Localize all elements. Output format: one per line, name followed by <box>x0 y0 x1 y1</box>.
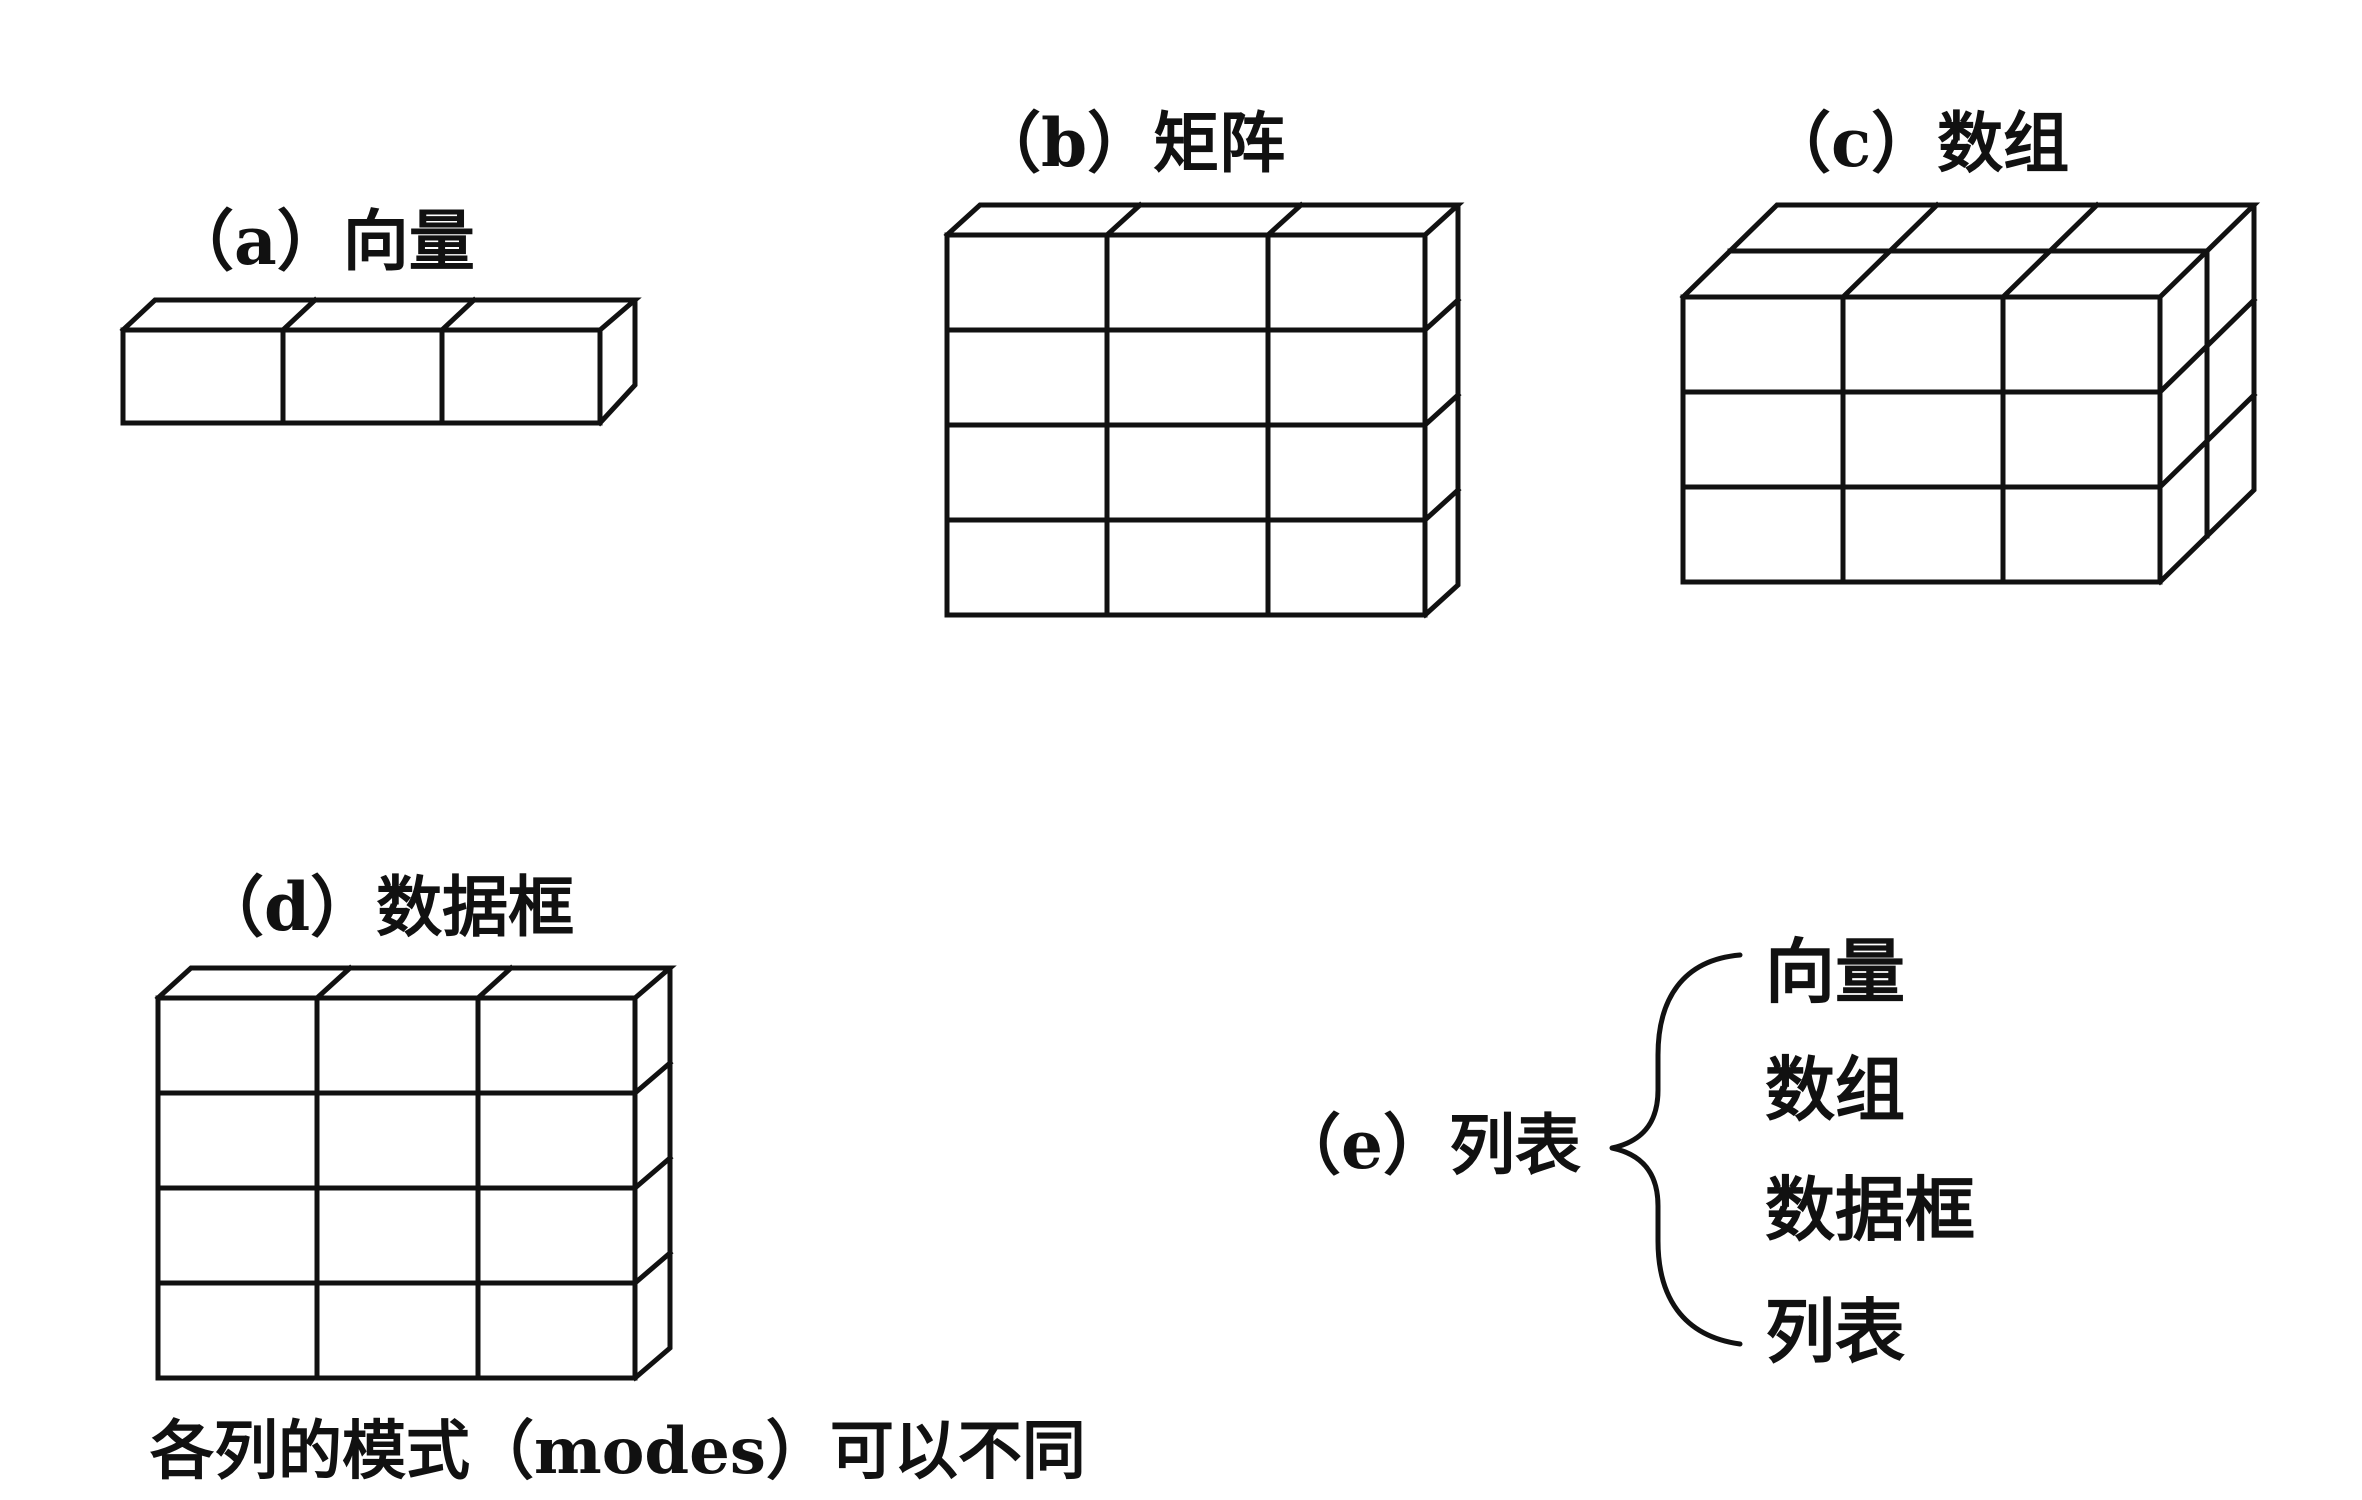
dataframe-label: （d）数据框 <box>198 868 575 946</box>
vector-shape <box>119 296 642 427</box>
list-label: （e）列表 <box>1275 1106 1581 1184</box>
list-item-dataframe: 数据框 <box>1765 1168 1975 1251</box>
dataframe-shape <box>154 964 677 1382</box>
matrix-shape <box>943 201 1465 619</box>
dataframe-caption: 各列的模式（modes）可以不同 <box>150 1414 1086 1489</box>
list-item-list: 列表 <box>1765 1290 1905 1373</box>
matrix-label: （b）矩阵 <box>975 104 1286 182</box>
list-item-vector: 向量 <box>1765 930 1905 1013</box>
list-item-array: 数组 <box>1765 1048 1905 1131</box>
list-brace <box>1609 952 1743 1347</box>
array-shape <box>1679 201 2261 586</box>
array-label: （c）数组 <box>1765 104 2070 182</box>
vector-label: （a）向量 <box>168 202 475 280</box>
